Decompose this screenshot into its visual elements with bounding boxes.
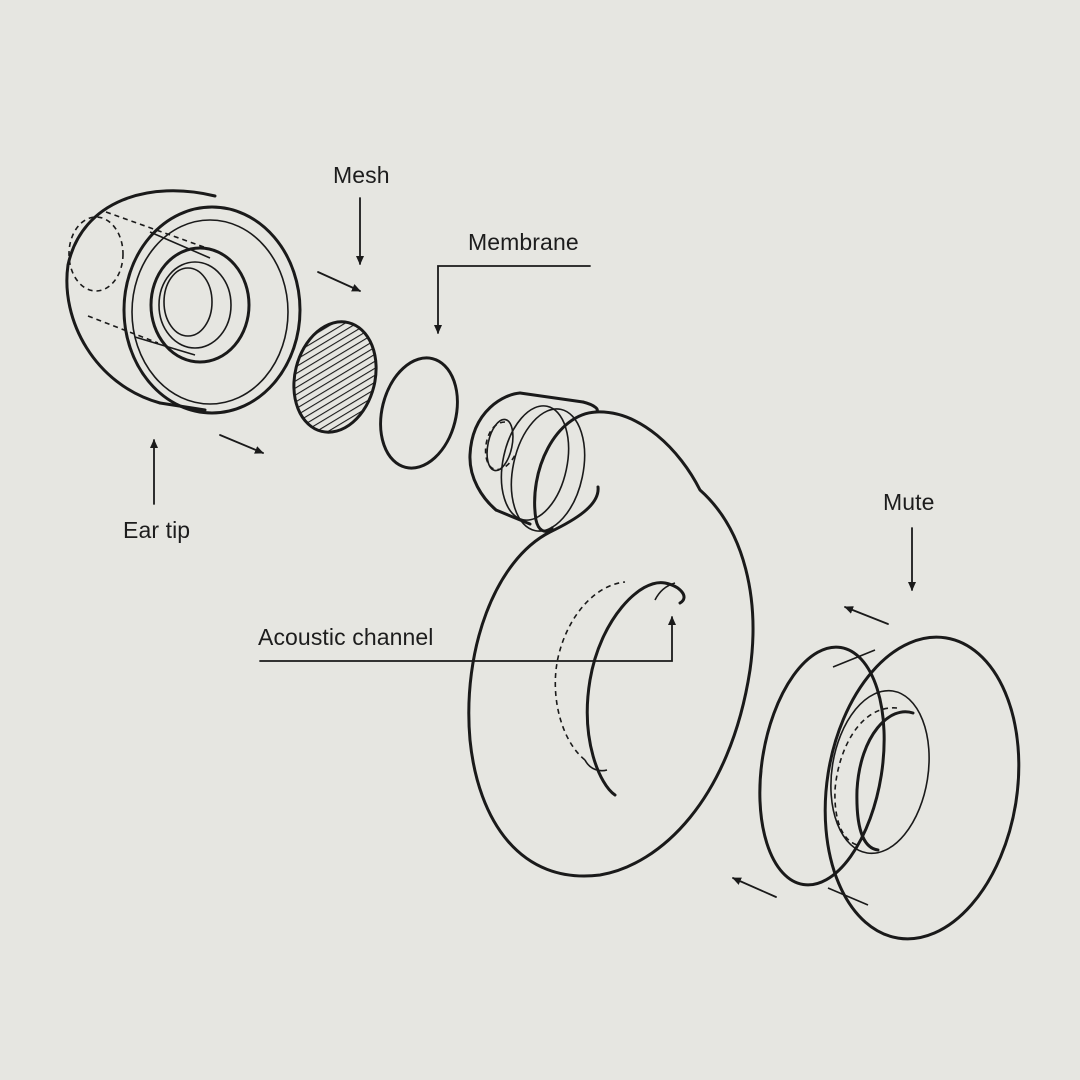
- motion-arrows: [219, 271, 889, 898]
- acoustic-channel-leader: [259, 616, 676, 662]
- ear-tip-label: Ear tip: [123, 517, 191, 543]
- membrane-part: [379, 356, 459, 470]
- arrow-3: [844, 606, 889, 625]
- mesh-label: Mesh: [333, 162, 390, 188]
- acoustic-channel-label: Acoustic channel: [258, 624, 434, 650]
- mesh-part: [292, 320, 378, 434]
- membrane-label: Membrane: [468, 229, 579, 255]
- earbud-body-part: [467, 391, 755, 878]
- mute-part: [758, 635, 1021, 941]
- leader-lines: [150, 197, 916, 662]
- arrow-1: [317, 271, 361, 292]
- arrow-4: [732, 877, 777, 898]
- ear-tip-part: [65, 189, 302, 415]
- mute-label: Mute: [883, 489, 935, 515]
- arrow-2: [219, 434, 264, 454]
- membrane-leader: [434, 265, 591, 334]
